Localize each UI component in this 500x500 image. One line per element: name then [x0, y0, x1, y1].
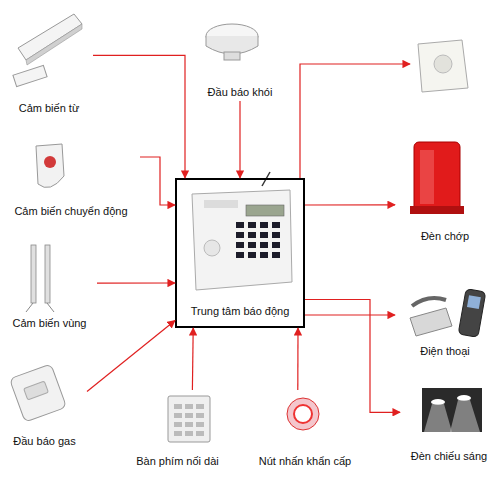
alarm-panel-illustration [175, 172, 305, 328]
strobe-light-illustration [410, 142, 464, 214]
smoke-detector-illustration [206, 24, 258, 60]
keypad-illustration [168, 396, 210, 442]
sensor-node: Đầu báo gas [2, 360, 87, 450]
signal-arrow [297, 328, 298, 390]
signal-arrow [305, 300, 400, 413]
device-label: Điện thoại [395, 345, 495, 358]
signal-arrow [140, 157, 175, 205]
signal-arrow [305, 204, 395, 205]
device-label: Đèn chớp [395, 230, 495, 243]
device-label: Bàn phím nối dài [120, 455, 235, 468]
output-node: Đèn chiếu sáng [400, 380, 498, 465]
device-label: Cảm biến chuyển động [2, 205, 140, 218]
device-label: Cảm biến từ [5, 102, 93, 115]
gas-detector-illustration [9, 364, 66, 422]
sensor-node: Đầu báo khói [190, 15, 290, 101]
device-label: Đèn chiếu sáng [400, 450, 498, 463]
siren-wire [300, 64, 410, 178]
signal-arrow [87, 321, 175, 392]
sensor-node: Cảm biến vùng [2, 240, 97, 332]
signal-arrow [97, 282, 175, 283]
output-node: Đèn chớp [395, 130, 495, 245]
beam-sensor-illustration [26, 245, 54, 312]
signal-arrow [305, 314, 395, 315]
device-label: Trung tâm báo động [177, 305, 303, 318]
panic-button-illustration [287, 398, 319, 430]
sensor-node: Cảm biến chuyển động [2, 120, 140, 220]
input-node: Nút nhấn khẩn cấp [245, 390, 365, 470]
input-node: Bàn phím nối dài [120, 390, 235, 470]
alarm-hub-box: Trung tâm báo động [175, 178, 305, 328]
device-label: Nút nhấn khẩn cấp [245, 455, 365, 468]
output-node: Điện thoại [395, 285, 495, 360]
device-label: Đầu báo khói [190, 86, 290, 99]
device-label: Cảm biến vùng [2, 317, 97, 330]
lighting-illustration [422, 388, 482, 432]
signal-arrow [93, 55, 185, 178]
signal-arrow [239, 101, 240, 178]
sensor-node: Cảm biến từ [5, 5, 93, 117]
motion-sensor-illustration [36, 144, 64, 188]
telephone-illustration [410, 289, 486, 338]
magnetic-sensor-illustration [13, 14, 82, 87]
device-label: Đầu báo gas [2, 435, 87, 448]
signal-arrow [192, 328, 194, 390]
siren-illustration [418, 40, 468, 92]
